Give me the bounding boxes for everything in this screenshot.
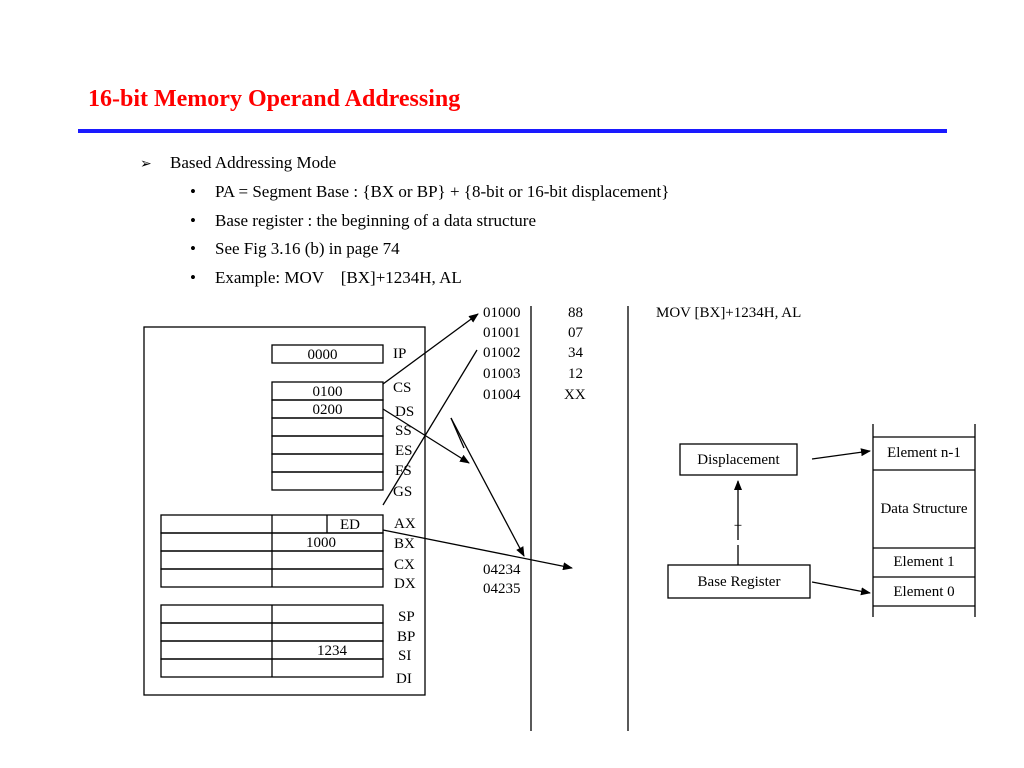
instruction-label: MOV [BX]+1234H, AL [656,305,802,321]
memory-value: 07 [568,325,583,341]
register-label-sp: SP [398,609,415,625]
memory-address: 04235 [483,581,521,597]
register-label-cs: CS [393,380,412,396]
bullet-item: • See Fig 3.16 (b) in page 74 [190,239,400,259]
bx-value: 1000 [306,535,336,551]
register-label-ss: SS [395,423,412,439]
memory-address: 01000 [483,305,521,321]
segment-register-box [271,417,384,437]
element-middle: Data Structure [880,501,968,517]
register-label-gs: GS [393,484,413,500]
segment-register-box [271,471,384,491]
bullet-text: Base register : the beginning of a data … [215,211,536,230]
bullet-dot-icon: • [190,211,196,230]
offset-arrow [450,417,525,557]
memory-value: XX [564,387,586,403]
memory-address: 01003 [483,366,521,382]
register-label-es: ES [395,443,413,459]
register-label-si: SI [398,648,412,664]
register-label-fs: FS [395,463,412,479]
bullet-text: PA = Segment Base : {BX or BP} + {8-bit … [215,182,670,201]
cpu-box [143,326,426,696]
register-label-cx: CX [394,557,415,573]
bullet-dot-icon: • [190,239,196,258]
segment-register-box [271,453,384,473]
register-label-bp: BP [397,629,416,645]
bullet-dot-icon: • [190,268,196,287]
cs-value: 0100 [312,384,343,400]
arrow-bullet-icon: ➢ [140,157,152,172]
register-label-di: DI [396,671,412,687]
base-register-label: Base Register [697,574,781,590]
ip-register-box [271,344,384,364]
plus-sign: + [733,518,743,534]
slide-title: 16-bit Memory Operand Addressing [88,86,461,112]
memory-value: 88 [568,305,583,321]
memory-value: 34 [568,345,583,361]
bullet-heading: ➢ Based Addressing Mode [140,153,336,173]
bullet-item: • Example: MOV [BX]+1234H, AL [190,268,462,288]
register-label-bx: BX [394,536,415,552]
title-rule [78,129,947,133]
al-arrow [382,529,573,571]
si-value: 1234 [317,643,347,659]
ax-low-value: ED [340,517,360,533]
bullet-text: See Fig 3.16 (b) in page 74 [215,239,400,258]
register-label-dx: DX [394,576,416,592]
base-arrow [811,581,871,596]
memory-address: 04234 [483,562,521,578]
displacement-arrow [811,448,871,460]
memory-value: 12 [568,366,583,382]
displacement-label: Displacement [697,452,780,468]
memory-address: 01002 [483,345,521,361]
memory-address: 01004 [483,387,521,403]
register-label-ds: DS [395,404,415,420]
ip-cs-arrow [382,313,479,385]
register-label-ip: IP [393,346,407,362]
data-fetch-line [382,349,478,506]
base-register-box [667,564,811,599]
bullet-item: • PA = Segment Base : {BX or BP} + {8-bit… [190,182,669,202]
element-second: Element 1 [893,554,955,570]
ip-value: 0000 [307,347,338,363]
bullet-item: • Base register : the beginning of a data… [190,211,536,231]
ds-arrow [382,408,470,464]
bullet-text: Example: MOV [BX]+1234H, AL [215,268,462,287]
register-label-ax: AX [394,516,416,532]
displacement-box [679,443,798,476]
element-top: Element n-1 [887,445,961,461]
segment-register-box [271,435,384,455]
bullet-dot-icon: • [190,182,196,201]
heading-text: Based Addressing Mode [170,153,337,172]
ds-value: 0200 [312,402,343,418]
memory-address: 01001 [483,325,521,341]
element-bottom: Element 0 [893,584,955,600]
